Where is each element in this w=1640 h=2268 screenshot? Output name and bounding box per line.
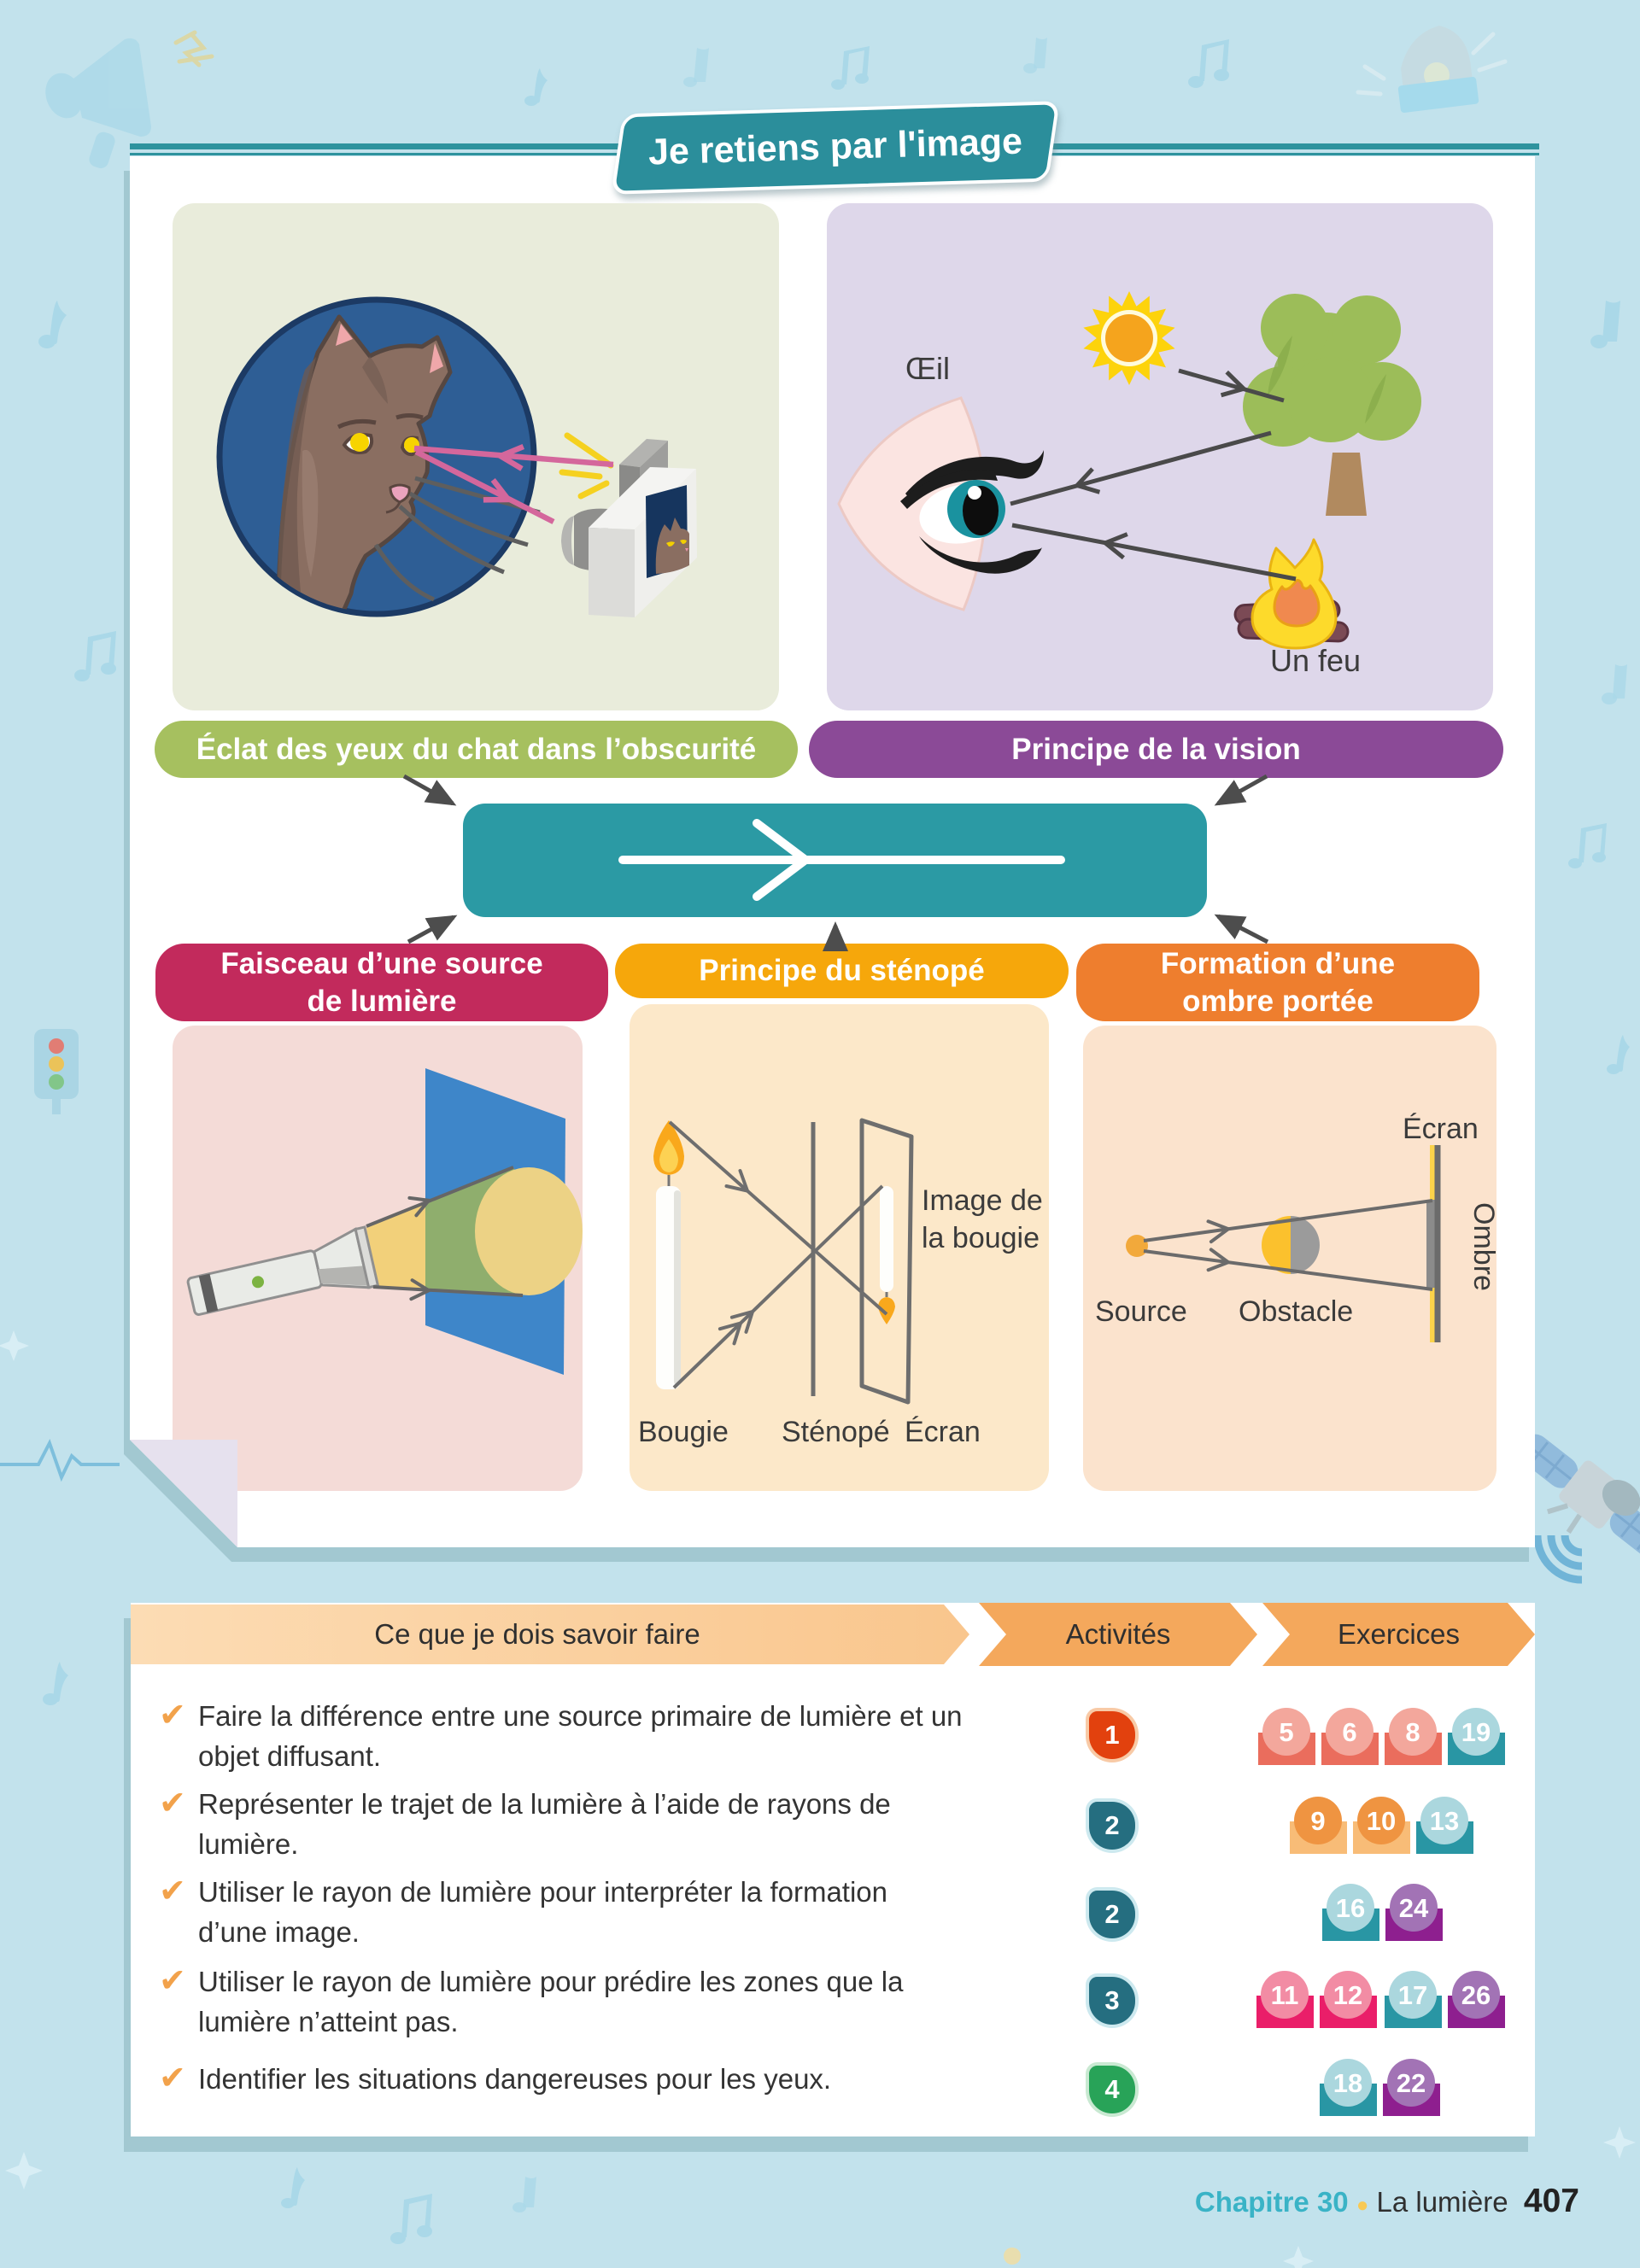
svg-text:Écran: Écran bbox=[1403, 1113, 1479, 1145]
svg-text:Bougie: Bougie bbox=[638, 1416, 729, 1448]
svg-text:Sténopé: Sténopé bbox=[782, 1416, 890, 1448]
svg-text:Ombre: Ombre bbox=[1467, 1202, 1496, 1291]
svg-text:Œil: Œil bbox=[905, 351, 950, 386]
svg-text:Un feu: Un feu bbox=[1270, 643, 1361, 678]
svg-text:la bougie: la bougie bbox=[922, 1222, 1040, 1254]
svg-text:Image de: Image de bbox=[922, 1184, 1043, 1217]
svg-text:Source: Source bbox=[1095, 1295, 1187, 1328]
svg-text:Obstacle: Obstacle bbox=[1239, 1295, 1353, 1328]
svg-text:Écran: Écran bbox=[905, 1416, 981, 1448]
